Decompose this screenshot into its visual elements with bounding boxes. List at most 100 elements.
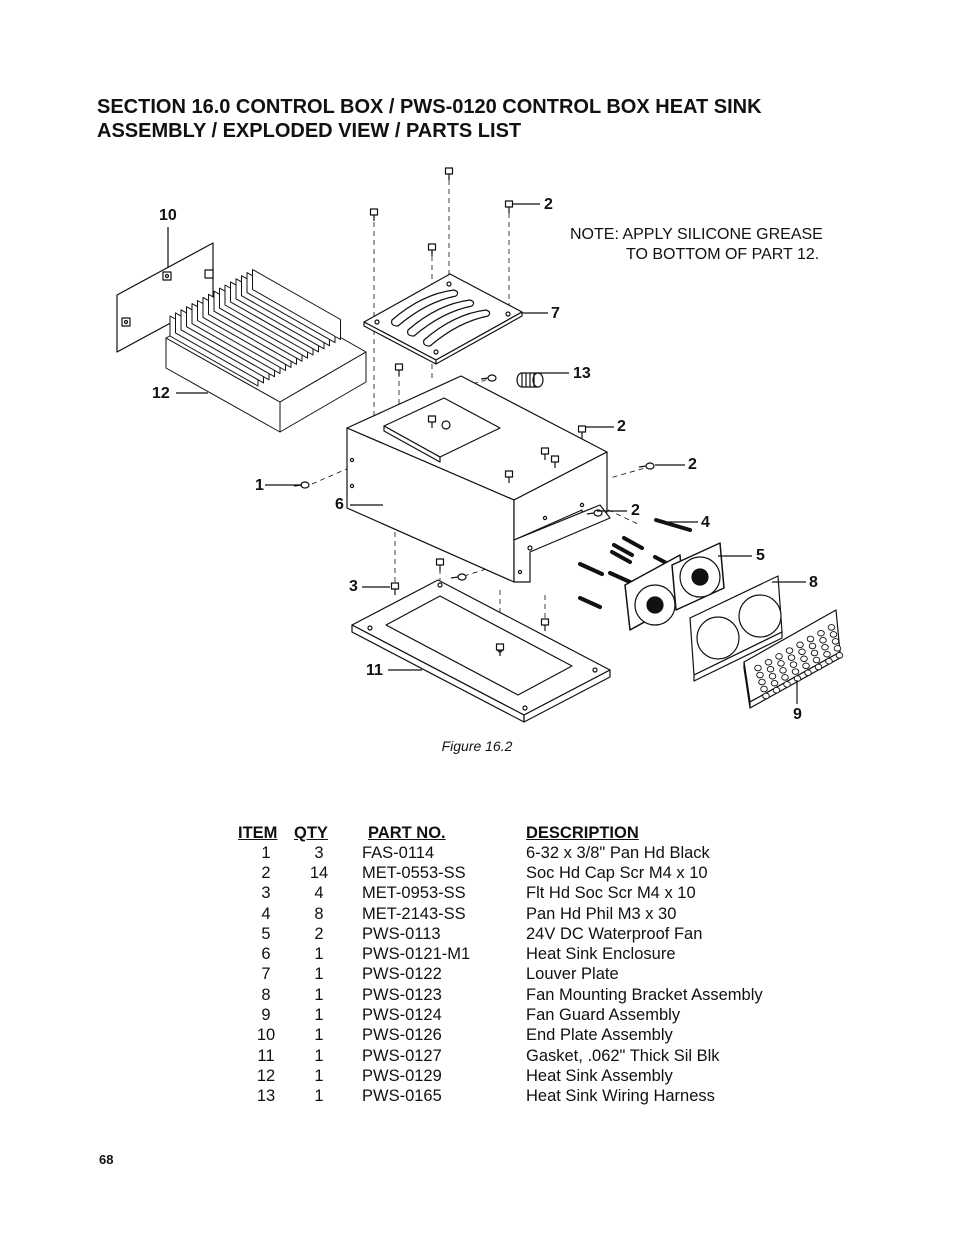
cell-description: 6-32 x 3/8" Pan Hd Black bbox=[526, 843, 710, 862]
cell-item: 8 bbox=[261, 985, 271, 1004]
cell-part-no: MET-0553-SS bbox=[362, 863, 466, 882]
long-screw-icon bbox=[578, 562, 604, 576]
cell-item: 12 bbox=[256, 1066, 276, 1085]
wiring-harness-part-13 bbox=[516, 372, 544, 388]
cell-description: 24V DC Waterproof Fan bbox=[526, 924, 703, 943]
cell-item: 11 bbox=[257, 1046, 275, 1065]
heat-sink-fin bbox=[252, 269, 341, 340]
long-screw-icon bbox=[610, 550, 632, 564]
heat-sink-fins bbox=[169, 269, 341, 387]
cell-qty: 1 bbox=[314, 1066, 324, 1085]
guard-hole bbox=[808, 642, 817, 650]
callout-10: 10 bbox=[159, 207, 177, 224]
callout-7: 7 bbox=[551, 305, 560, 322]
heat-sink-enclosure-part-6 bbox=[346, 375, 611, 583]
end-plate-part-10 bbox=[116, 242, 214, 353]
screw-group bbox=[293, 167, 655, 656]
callout-3: 3 bbox=[349, 578, 358, 595]
screw-icon bbox=[504, 470, 514, 483]
cell-qty: 14 bbox=[309, 863, 329, 882]
screw-icon bbox=[577, 425, 587, 438]
guard-hole bbox=[804, 669, 812, 677]
guard-hole bbox=[812, 656, 821, 664]
long-screw-icon bbox=[612, 543, 634, 557]
guard-hole bbox=[760, 685, 768, 693]
callout-2-lower: 2 bbox=[631, 502, 640, 519]
callout-5: 5 bbox=[756, 547, 765, 564]
guard-hole bbox=[800, 655, 808, 663]
callout-2-mid: 2 bbox=[617, 418, 626, 435]
guard-hole bbox=[817, 629, 825, 637]
header-item: ITEM bbox=[238, 823, 278, 842]
cell-item: 6 bbox=[261, 945, 271, 964]
guard-hole bbox=[754, 664, 762, 672]
guard-hole bbox=[768, 672, 777, 680]
callout-9: 9 bbox=[793, 706, 802, 723]
callout-leader-lines bbox=[167, 203, 806, 704]
cell-item: 7 bbox=[261, 965, 271, 984]
guard-hole bbox=[823, 650, 831, 658]
side-screw-icon bbox=[480, 374, 497, 382]
cell-description: Soc Hd Cap Scr M4 x 10 bbox=[526, 863, 708, 882]
screw-icon bbox=[495, 643, 505, 656]
cell-item: 10 bbox=[256, 1026, 276, 1045]
fan-part-5 bbox=[624, 542, 725, 631]
section-title: SECTION 16.0 CONTROL BOX / PWS-0120 CONT… bbox=[97, 95, 897, 143]
guard-hole bbox=[775, 653, 783, 660]
cell-item: 2 bbox=[261, 863, 271, 882]
guard-hole bbox=[783, 681, 791, 688]
cell-qty: 1 bbox=[314, 1006, 324, 1025]
screw-icon bbox=[435, 558, 445, 571]
cell-item: 1 bbox=[261, 843, 271, 862]
guard-hole bbox=[806, 635, 815, 643]
page-number: 68 bbox=[99, 1152, 114, 1167]
cell-item: 13 bbox=[256, 1087, 276, 1106]
guard-hole bbox=[762, 692, 770, 700]
guard-hole bbox=[821, 643, 829, 651]
callout-11: 11 bbox=[366, 662, 383, 679]
table-row: 12 1 PWS-0129 Heat Sink Assembly bbox=[238, 1066, 786, 1086]
guard-hole bbox=[810, 649, 819, 657]
guard-hole bbox=[766, 665, 775, 673]
section-title-line2: ASSEMBLY / EXPLODED VIEW / PARTS LIST bbox=[97, 120, 522, 142]
cell-qty: 8 bbox=[314, 904, 324, 923]
guard-hole bbox=[777, 660, 785, 667]
cell-description: Heat Sink Assembly bbox=[526, 1066, 673, 1085]
callout-1: 1 bbox=[255, 477, 264, 494]
cell-part-no: PWS-0165 bbox=[362, 1087, 442, 1106]
note-line-2: TO BOTTOM OF PART 12. bbox=[626, 246, 820, 263]
cell-part-no: PWS-0113 bbox=[362, 924, 441, 943]
callout-2-top: 2 bbox=[544, 196, 553, 213]
header-qty: QTY bbox=[294, 823, 328, 842]
header-description: DESCRIPTION bbox=[526, 823, 639, 842]
guard-hole bbox=[825, 657, 833, 665]
screw-icon bbox=[540, 618, 550, 631]
cell-part-no: PWS-0123 bbox=[362, 985, 442, 1004]
screw-icon bbox=[394, 363, 404, 376]
guard-hole bbox=[833, 645, 842, 652]
side-screw-icon bbox=[450, 573, 467, 581]
guard-hole bbox=[827, 624, 836, 631]
callout-2-right: 2 bbox=[688, 456, 697, 473]
cell-qty: 4 bbox=[314, 884, 324, 903]
note-line-1: NOTE: APPLY SILICONE GREASE bbox=[570, 226, 823, 243]
cell-part-no: PWS-0126 bbox=[362, 1026, 442, 1045]
guard-hole bbox=[819, 636, 827, 644]
guard-hole bbox=[831, 638, 840, 645]
cell-qty: 1 bbox=[314, 1026, 324, 1045]
section-title-line1: SECTION 16.0 CONTROL BOX / PWS-0120 CONT… bbox=[97, 96, 762, 118]
cell-part-no: PWS-0122 bbox=[362, 965, 442, 984]
guard-hole bbox=[781, 674, 789, 681]
fan-guard-part-9 bbox=[743, 609, 844, 709]
cell-item: 3 bbox=[261, 884, 271, 903]
cell-part-no: PWS-0129 bbox=[362, 1066, 442, 1085]
